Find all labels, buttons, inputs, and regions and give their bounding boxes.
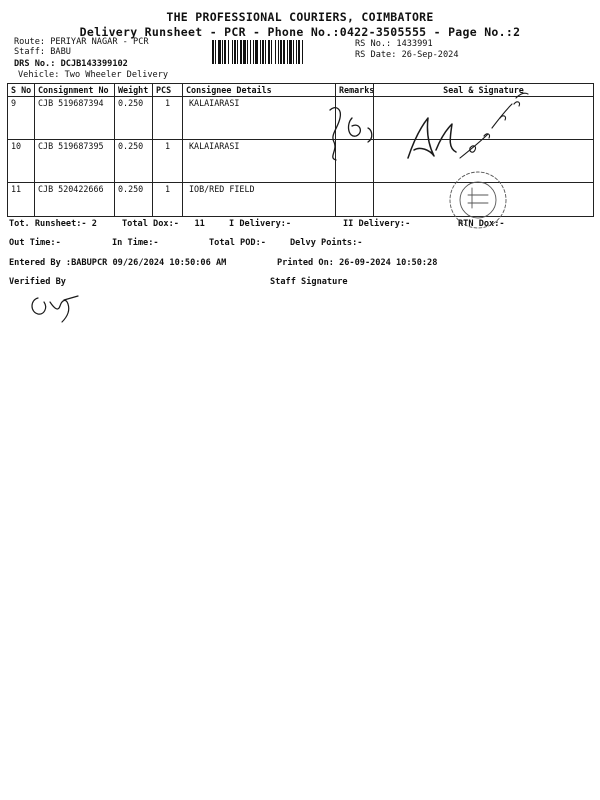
ii-delivery: II Delivery:- [343,219,411,229]
cell-seal [373,139,594,183]
rs-date-value: 26-Sep-2024 [401,50,459,60]
rs-no-row: RS No.: 1433991 [355,39,433,49]
drs-row: DRS No.: DCJB143399102 [14,59,128,69]
route-value: PERIYAR NAGAR - PCR [50,37,149,47]
barcode [212,40,303,64]
rs-no-label: RS No.: [355,39,392,49]
staff-label: Staff: [14,47,46,57]
table-row: 11 CJB 520422666 0.250 1 IOB/RED FIELD [7,182,594,217]
vehicle-value: Two Wheeler Delivery [64,70,169,80]
col-header-consignment: Consignment No [34,83,115,97]
printed-on: Printed On: 26-09-2024 10:50:28 [277,258,438,268]
route-label: Route: [14,37,46,47]
table-header-row: S No Consignment No Weight PCS Consignee… [7,83,594,97]
company-title: THE PROFESSIONAL COURIERS, COIMBATORE [166,10,434,24]
cell-remarks [335,139,374,183]
drs-value: DCJB143399102 [60,59,128,69]
rs-no-value: 1433991 [396,39,433,49]
table-row: 9 CJB 519687394 0.250 1 KALAIARASI [7,96,594,140]
cell-consignee: IOB/RED FIELD [182,182,336,217]
total-pod: Total POD:- [209,238,266,248]
cell-pcs: 1 [152,139,183,183]
staff-value: BABU [50,47,71,57]
cell-sno: 11 [7,182,35,217]
col-header-seal: Seal & Signature [373,83,594,97]
out-time: Out Time:- [9,238,61,248]
rs-date-row: RS Date: 26-Sep-2024 [355,50,459,60]
vehicle-row: Vehicle: Two Wheeler Delivery [18,70,168,80]
cell-pcs: 1 [152,96,183,140]
total-dox-label: Total Dox:- [122,219,179,229]
rs-date-label: RS Date: [355,50,397,60]
col-header-weight: Weight [114,83,153,97]
cell-consignee: KALAIARASI [182,139,336,183]
cell-seal [373,182,594,217]
cell-consignment: CJB 520422666 [34,182,115,217]
verified-by: Verified By [9,277,66,287]
col-header-remarks: Remarks [335,83,374,97]
drs-label: DRS No.: [14,59,56,69]
entered-by: Entered By :BABUPCR 09/26/2024 10:50:06 … [9,258,227,268]
total-dox-value: 11 [194,219,205,229]
cell-sno: 10 [7,139,35,183]
cell-consignee: KALAIARASI [182,96,336,140]
cell-weight: 0.250 [114,139,153,183]
staff-signature-label: Staff Signature [270,277,348,287]
cell-sno: 9 [7,96,35,140]
in-time: In Time:- [112,238,159,248]
cell-remarks [335,182,374,217]
cell-consignment: CJB 519687394 [34,96,115,140]
route-row: Route: PERIYAR NAGAR - PCR [14,37,149,47]
staff-row: Staff: BABU [14,47,71,57]
cell-consignment: CJB 519687395 [34,139,115,183]
verified-initials [31,295,79,323]
cell-weight: 0.250 [114,182,153,217]
col-header-consignee: Consignee Details [182,83,336,97]
cell-remarks [335,96,374,140]
tot-runsheet: Tot. Runsheet:- 2 [9,219,97,229]
i-delivery: I Delivery:- [229,219,292,229]
cell-weight: 0.250 [114,96,153,140]
runsheet-subtitle: Delivery Runsheet - PCR - Phone No.:0422… [79,25,521,39]
col-header-sno: S No [7,83,35,97]
total-dox: Total Dox:- 11 [122,219,205,229]
rtn-dox: RTN Dox:- [458,219,505,229]
runsheet-table: S No Consignment No Weight PCS Consignee… [7,83,594,217]
delvy-points: Delvy Points:- [290,238,363,248]
cell-pcs: 1 [152,182,183,217]
cell-seal [373,96,594,140]
col-header-pcs: PCS [152,83,183,97]
table-row: 10 CJB 519687395 0.250 1 KALAIARASI [7,139,594,183]
vehicle-label: Vehicle: [18,70,60,80]
